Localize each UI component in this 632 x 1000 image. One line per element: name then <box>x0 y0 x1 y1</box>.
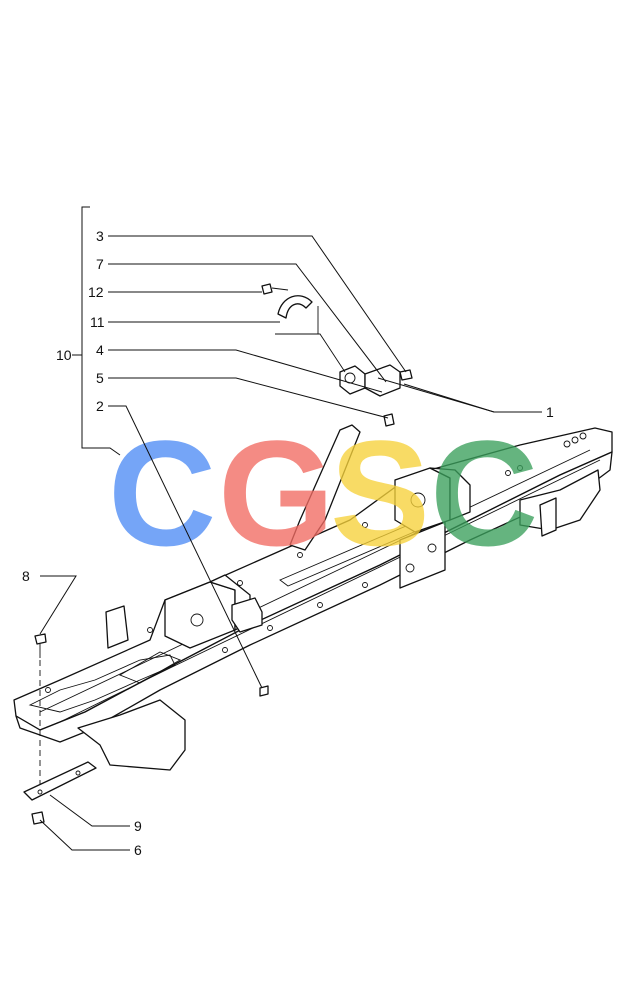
callout-6: 6 <box>134 842 142 858</box>
callout-1: 1 <box>546 404 554 420</box>
leader-lines <box>39 206 542 851</box>
callout-9: 9 <box>134 818 142 834</box>
callout-7: 7 <box>96 256 104 272</box>
watermark-letter-s: S <box>330 409 430 577</box>
clamp-assembly <box>261 283 413 551</box>
right-pivot-bracket <box>394 467 471 589</box>
cgsc-watermark: C G S C <box>108 409 538 577</box>
loose-hardware <box>23 633 269 825</box>
watermark-letter-c1: C <box>108 409 216 577</box>
callout-8: 8 <box>22 568 30 584</box>
callout-3: 3 <box>96 228 104 244</box>
watermark-letter-g: G <box>218 409 335 577</box>
callout-5: 5 <box>96 370 104 386</box>
callout-10: 10 <box>56 347 72 363</box>
callout-2: 2 <box>96 398 104 414</box>
callout-labels: 3 7 12 11 10 4 5 2 1 8 9 6 <box>22 228 554 858</box>
callout-11: 11 <box>90 314 105 330</box>
callout-12: 12 <box>88 284 104 300</box>
watermark-letter-c2: C <box>430 409 538 577</box>
left-pivot-bracket <box>164 574 263 649</box>
callout-4: 4 <box>96 342 104 358</box>
